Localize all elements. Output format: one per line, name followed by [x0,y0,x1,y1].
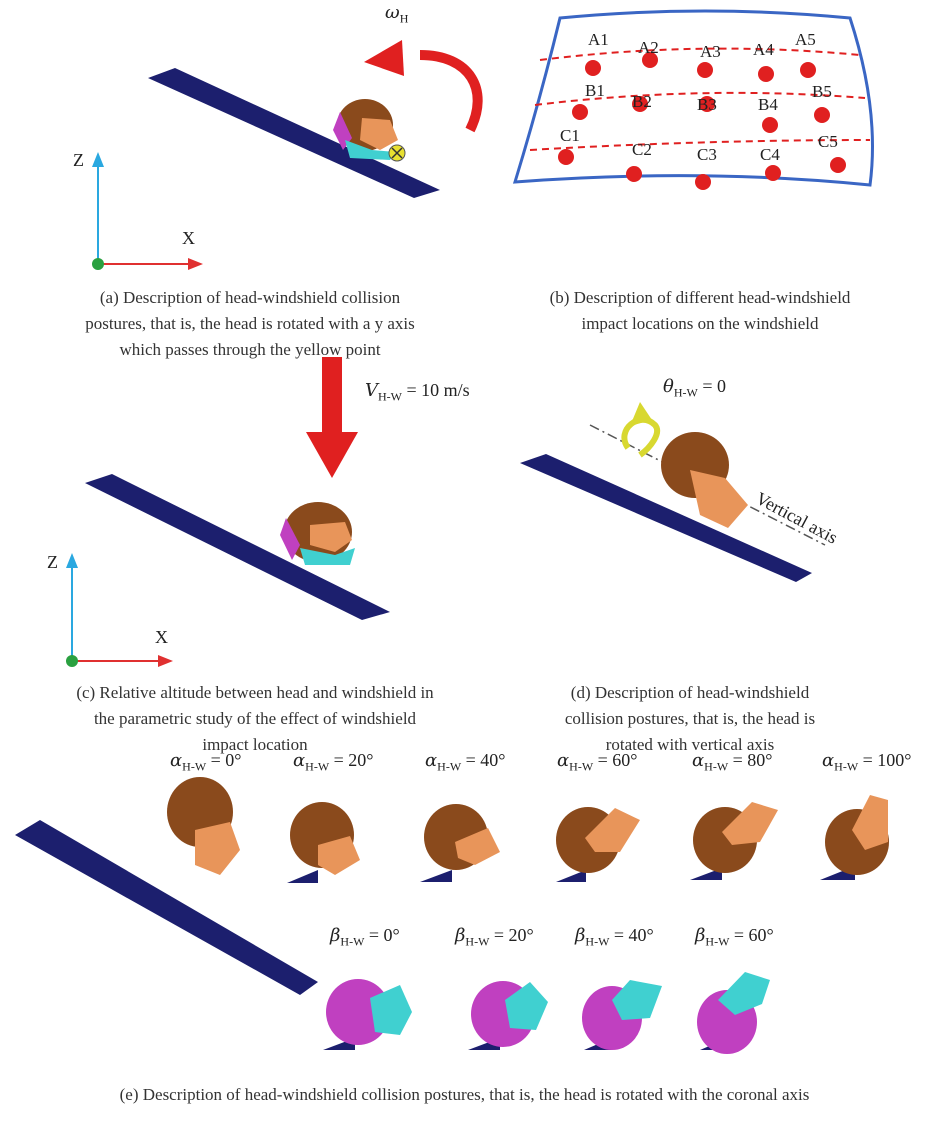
alpha-label-60: αH-W = 60° [557,750,638,775]
caption-e: (e) Description of head-windshield colli… [10,1082,919,1108]
beta-label-0: βH-W = 0° [330,925,400,950]
beta-head-0 [323,979,412,1050]
windshield-e [15,820,318,995]
alpha-label-80: αH-W = 80° [692,750,773,775]
alpha-label-40: αH-W = 40° [425,750,506,775]
beta-head-40 [582,980,662,1050]
alpha-head-60 [556,807,640,882]
beta-head-20 [468,981,548,1050]
alpha-head-0 [167,777,240,875]
alpha-head-100 [820,795,889,880]
alpha-label-0: αH-W = 0° [170,750,242,775]
beta-label-20: βH-W = 20° [455,925,534,950]
alpha-head-80 [690,802,778,880]
alpha-head-20 [287,802,360,883]
alpha-label-100: αH-W = 100° [822,750,912,775]
beta-head-60 [697,972,770,1054]
alpha-head-40 [420,804,500,882]
beta-label-60: βH-W = 60° [695,925,774,950]
beta-label-40: βH-W = 40° [575,925,654,950]
alpha-label-20: αH-W = 20° [293,750,374,775]
